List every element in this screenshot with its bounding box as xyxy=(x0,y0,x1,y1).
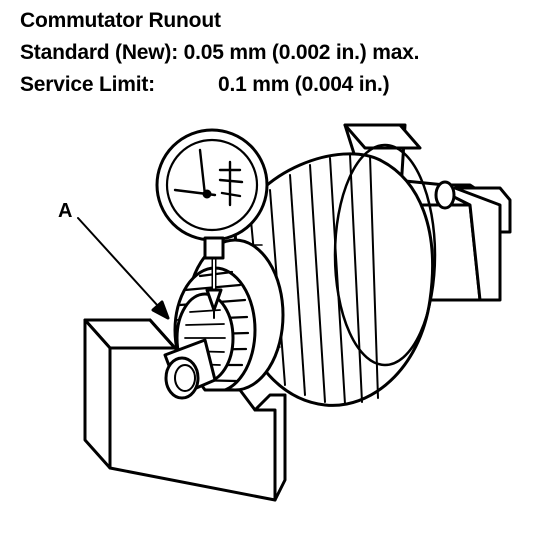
service-limit-label: Service Limit: xyxy=(20,73,155,96)
armature-core xyxy=(233,143,437,407)
front-shaft xyxy=(163,338,217,400)
callout-leader-a xyxy=(77,217,170,320)
spec-title: Commutator Runout xyxy=(20,9,221,32)
spec-service-limit: Service Limit: 0.1 mm (0.004 in.) xyxy=(20,73,390,96)
service-limit-value: 0.1 mm (0.004 in.) xyxy=(218,73,390,96)
front-v-block xyxy=(83,318,287,502)
spec-standard: Standard (New): 0.05 mm (0.002 in.) max. xyxy=(20,41,420,64)
dial-indicator xyxy=(155,128,269,319)
callout-label-a: A xyxy=(58,200,73,222)
